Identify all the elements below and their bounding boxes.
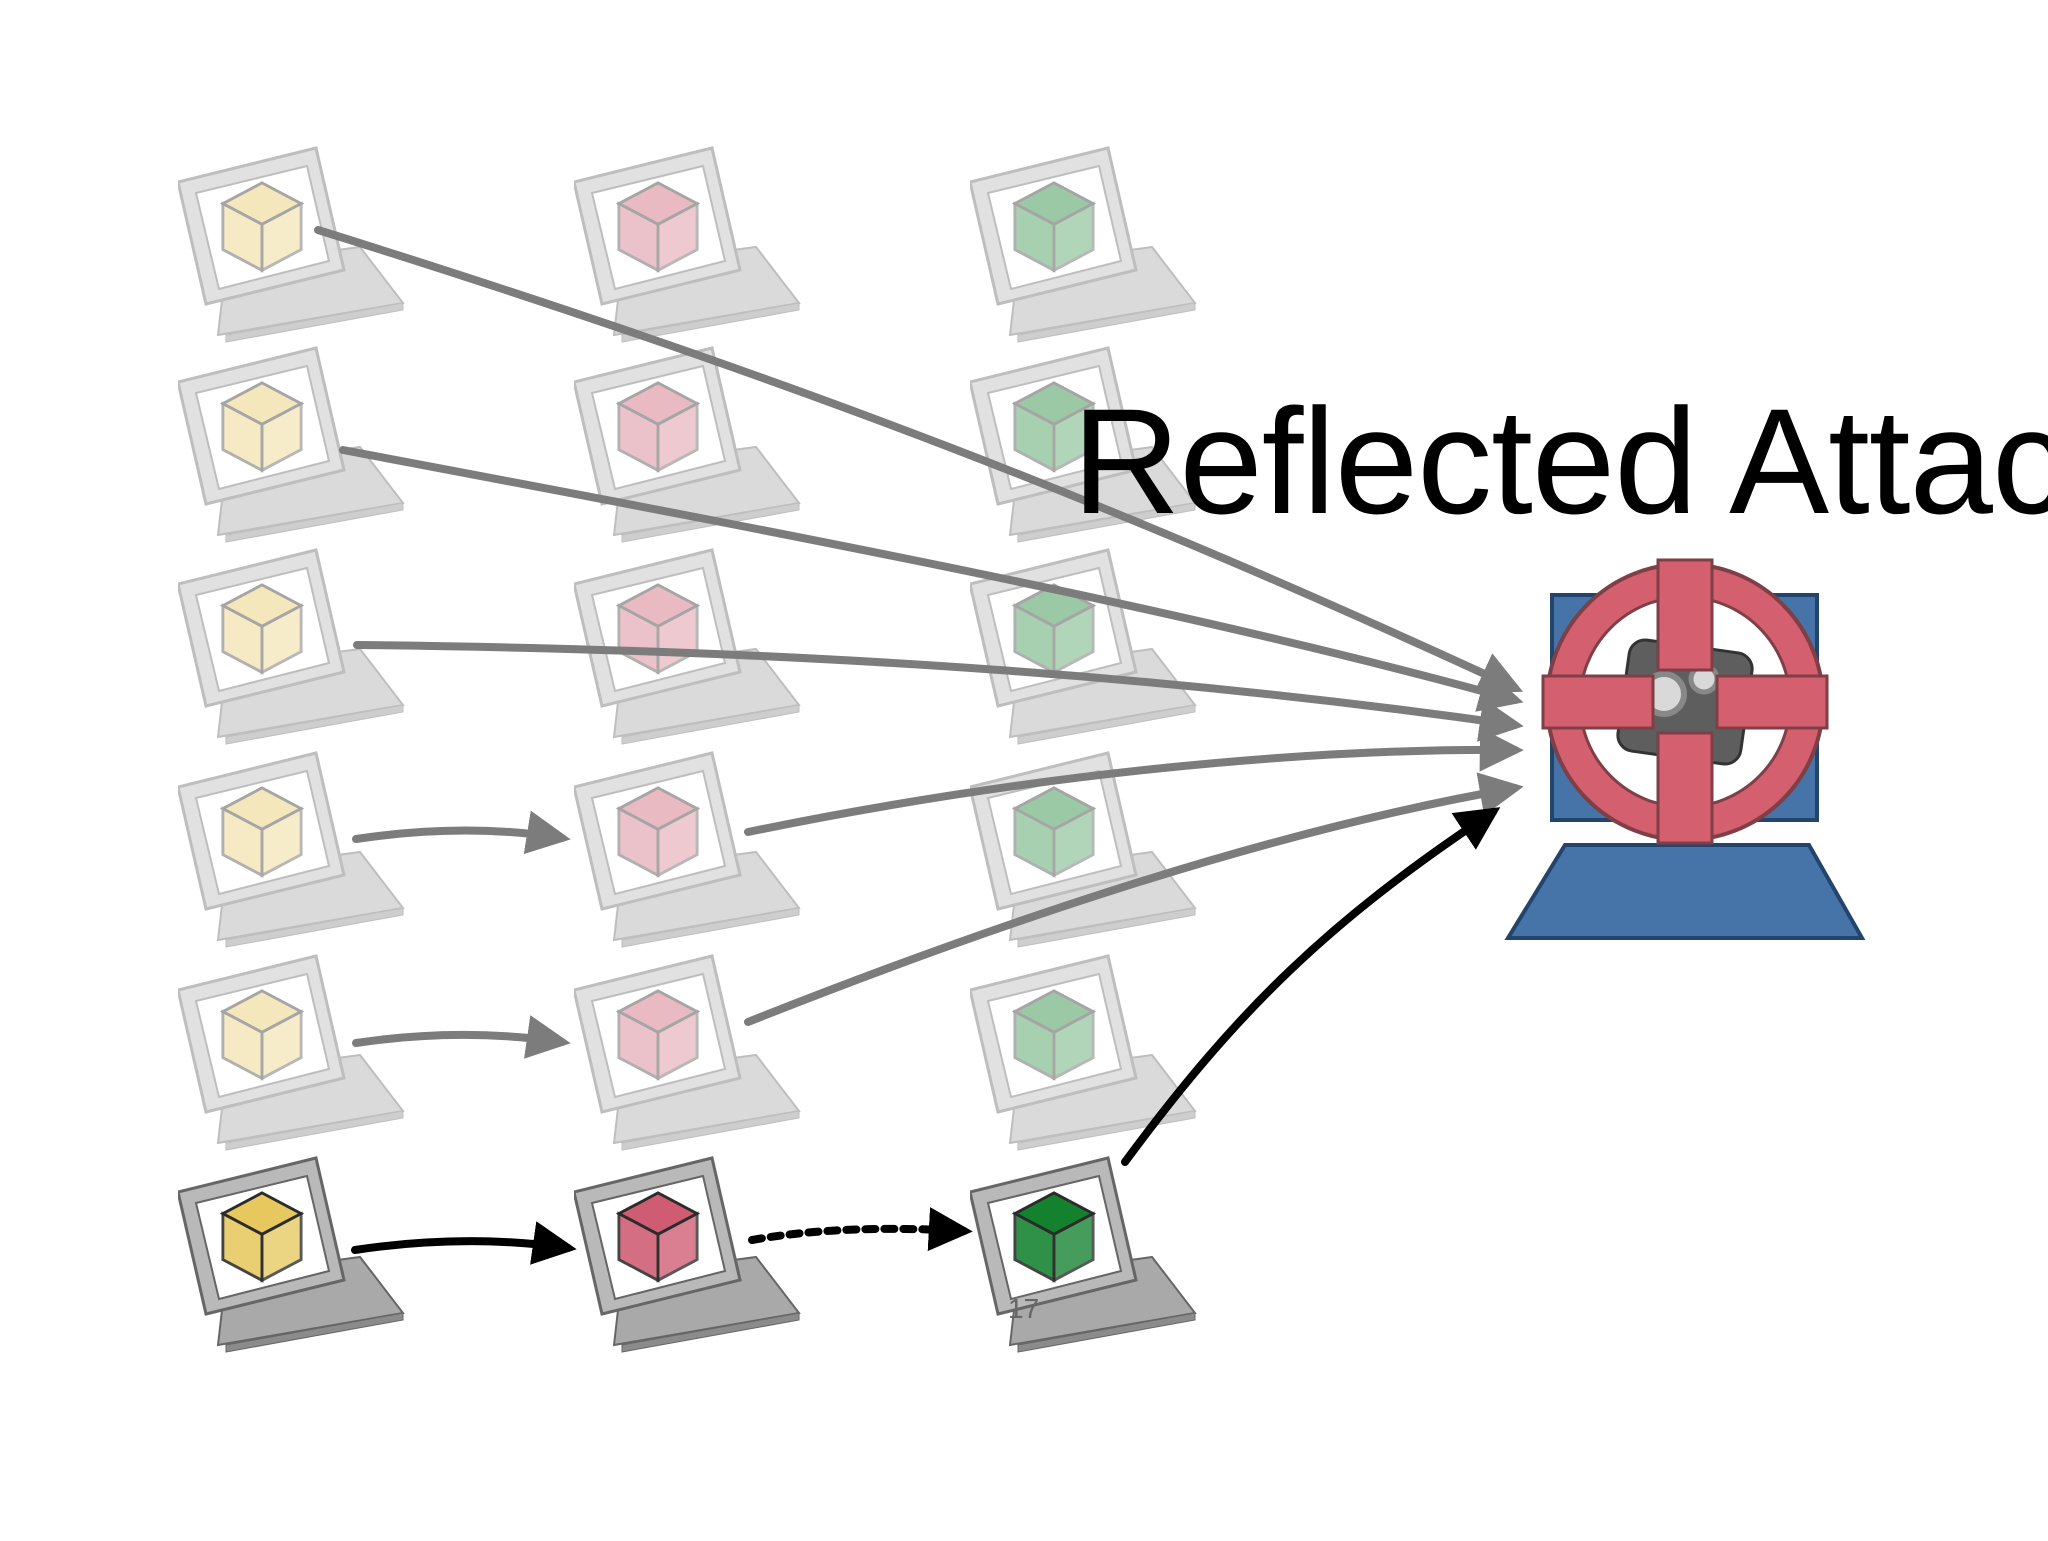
arrow-black-3 bbox=[1121, 807, 1501, 1166]
arrow-gray-3 bbox=[353, 641, 1524, 742]
host-green-5 bbox=[970, 954, 1197, 1152]
page-number: 17 bbox=[1008, 1293, 1040, 1324]
hosts-layer bbox=[178, 146, 1197, 1354]
host-red-4 bbox=[574, 751, 801, 949]
host-green-4 bbox=[970, 751, 1197, 949]
slide-title: Reflected Attack bbox=[1072, 377, 2048, 545]
arrows-layer bbox=[314, 226, 1524, 1265]
host-yellow-2 bbox=[178, 346, 405, 544]
host-yellow-3 bbox=[178, 548, 405, 746]
host-yellow-4 bbox=[178, 751, 405, 949]
host-green-6 bbox=[970, 1156, 1197, 1354]
arrow-gray-4b bbox=[744, 727, 1524, 836]
arrow-black-2 bbox=[748, 1207, 973, 1252]
host-red-3 bbox=[574, 548, 801, 746]
arrow-gray-5a bbox=[352, 1015, 571, 1059]
host-red-5 bbox=[574, 954, 801, 1152]
host-yellow-5 bbox=[178, 954, 405, 1152]
arrow-gray-1 bbox=[314, 226, 1523, 694]
host-yellow-1 bbox=[178, 146, 405, 344]
host-red-6 bbox=[574, 1156, 801, 1354]
victim-server bbox=[1504, 558, 1866, 940]
victim-server bbox=[1504, 558, 1866, 940]
arrow-gray-5b bbox=[744, 772, 1524, 1026]
arrow-gray-4a bbox=[352, 810, 571, 855]
host-green-1 bbox=[970, 146, 1197, 344]
arrow-black-1 bbox=[351, 1221, 577, 1265]
host-green-2 bbox=[970, 346, 1197, 544]
host-yellow-6 bbox=[178, 1156, 405, 1354]
host-red-1 bbox=[574, 146, 801, 344]
arrow-gray-2 bbox=[339, 446, 1524, 712]
host-red-2 bbox=[574, 346, 801, 544]
